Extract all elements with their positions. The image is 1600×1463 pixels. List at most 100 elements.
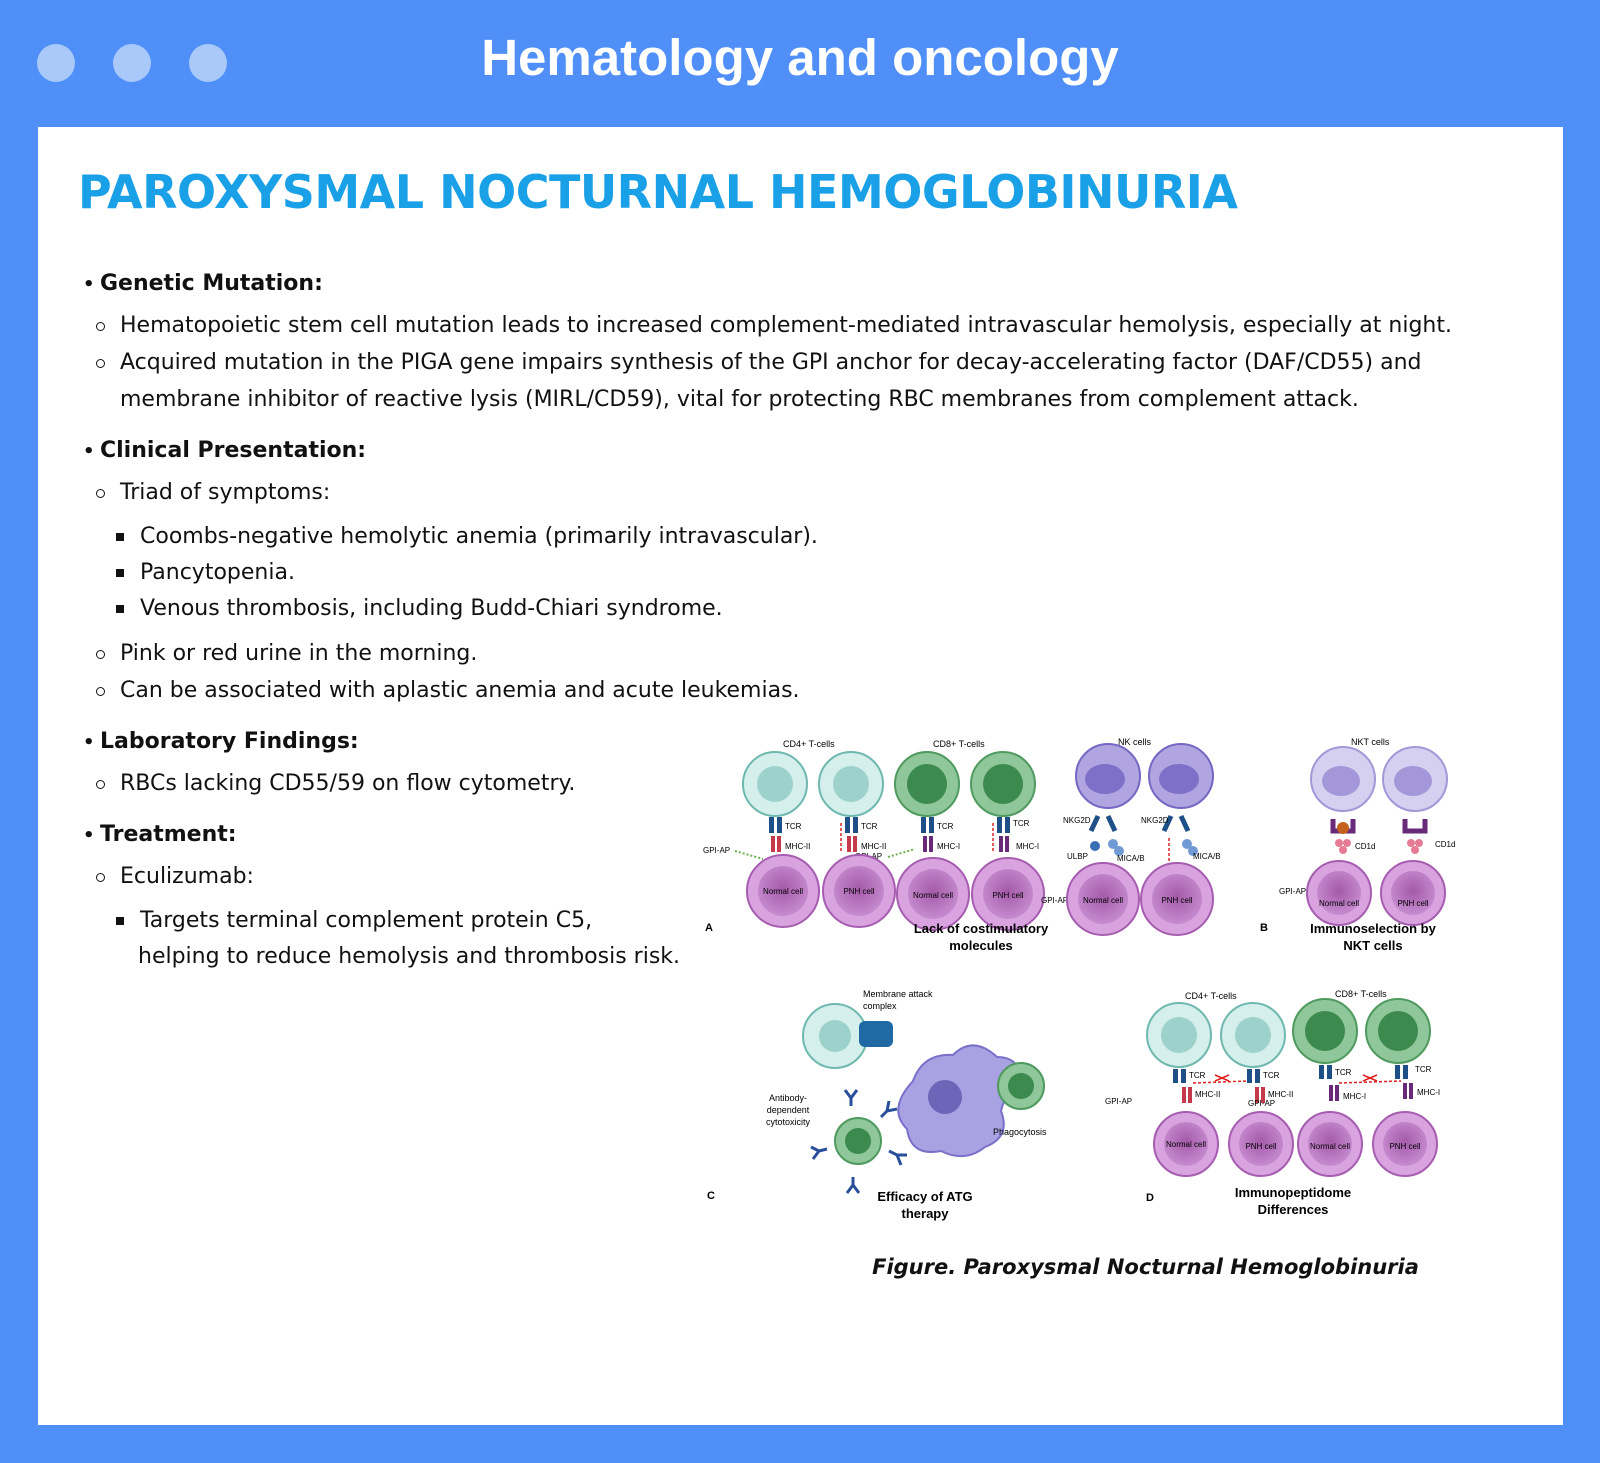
normal-cell: Normal cell: [1153, 1111, 1219, 1177]
panel-b-title: Immunoselection by: [1310, 921, 1436, 936]
normal-cell: Normal cell: [746, 854, 820, 928]
label-cd8-tcells: CD8+ T-cells: [933, 739, 985, 749]
list-item: Can be associated with aplastic anemia a…: [80, 672, 1520, 709]
panel-letter-d: D: [1146, 1192, 1154, 1204]
section-heading-treatment: Treatment:: [80, 818, 1520, 853]
content-card: PAROXYSMAL NOCTURNAL HEMOGLOBINURIA Gene…: [38, 127, 1563, 1425]
sub-list-item: Venous thrombosis, including Budd-Chiari…: [80, 591, 1520, 627]
nkt-cell: [1382, 746, 1448, 812]
label-mhc2: MHC-II: [1195, 1090, 1220, 1099]
label-mac: Membrane attack: [863, 989, 933, 999]
label-cd4-tcells: CD4+ T-cells: [783, 739, 835, 749]
panel-b-title: NKT cells: [1343, 938, 1402, 953]
label-nk-cells: NK cells: [1118, 737, 1152, 747]
panel-letter-c: C: [707, 1190, 715, 1202]
label-mhc2: MHC-II: [861, 842, 886, 851]
label-tcr: TCR: [1013, 819, 1030, 828]
figure-caption: Figure. Paroxysmal Nocturnal Hemoglobinu…: [872, 1255, 1419, 1279]
label-nkt-cells: NKT cells: [1351, 737, 1390, 747]
label-mhc1: MHC-I: [1417, 1088, 1440, 1097]
window-dot-minimize[interactable]: [113, 44, 151, 82]
window-dot-maximize[interactable]: [189, 44, 227, 82]
label-adcc: dependent: [767, 1105, 810, 1115]
sub-list-item: Pancytopenia.: [80, 555, 1520, 591]
label-mhc1: MHC-I: [937, 842, 960, 851]
label-cd1d: CD1d: [1435, 840, 1455, 849]
cd8-tcell: [970, 751, 1036, 817]
pnh-cell: PNH cell: [1228, 1111, 1294, 1177]
list-item: Eculizumab:: [80, 858, 1520, 895]
label-mica: MICA/B: [1193, 852, 1221, 861]
panel-b: NKT cells CD1d CD1d GPI-AP Normal cell P…: [1260, 737, 1455, 953]
label-mac: complex: [863, 1001, 897, 1011]
nkt-cell: [1310, 746, 1376, 812]
panel-d-title: Immunopeptidome: [1235, 1185, 1351, 1200]
nk-cell: [1075, 743, 1141, 809]
mac-target-cell: [802, 1003, 868, 1069]
list-item: Triad of symptoms:: [80, 474, 1520, 511]
svg-text:PNH cell: PNH cell: [843, 887, 874, 896]
label-tcr: TCR: [937, 822, 954, 831]
cd8-tcell: [1365, 998, 1431, 1064]
section-heading-lab: Laboratory Findings:: [80, 725, 1520, 760]
sub-list-item: Coombs-negative hemolytic anemia (primar…: [80, 519, 1520, 555]
panel-d: CD4+ T-cells CD8+ T-cells: [1105, 989, 1440, 1217]
svg-text:PNH cell: PNH cell: [1389, 1142, 1420, 1151]
tcr-receptor-group: [769, 817, 1010, 852]
normal-cell: Normal cell: [896, 857, 970, 931]
mac-pore: [859, 1021, 893, 1047]
label-gpi-ap: GPI-AP: [1248, 1099, 1275, 1108]
phagocyte: [897, 1044, 1023, 1158]
cd4-tcell: [742, 751, 808, 817]
normal-cell: Normal cell: [1297, 1111, 1363, 1177]
panel-a-title: molecules: [949, 938, 1013, 953]
antibody-icons: [810, 1089, 907, 1194]
antibody-coated-cell: [834, 1117, 882, 1165]
pnh-cell: PNH cell: [822, 854, 896, 928]
pnh-cell: PNH cell: [1372, 1111, 1438, 1177]
cd4-tcell: [1220, 1002, 1286, 1068]
panel-c-title: Efficacy of ATG: [877, 1189, 972, 1204]
pnh-illustration: CD4+ T-cells CD8+ T-cells NK cells: [703, 737, 1455, 1221]
label-nkg2d: NKG2D: [1063, 816, 1091, 825]
nk-cell: [1148, 743, 1214, 809]
label-mhc2: MHC-II: [785, 842, 810, 851]
list-item: Pink or red urine in the morning.: [80, 635, 1520, 672]
label-gpi-ap: GPI-AP: [703, 846, 730, 855]
svg-text:Normal cell: Normal cell: [913, 891, 953, 900]
section-heading-genetic: Genetic Mutation:: [80, 267, 1520, 302]
sub-list-item: Targets terminal complement protein C5, …: [80, 903, 1520, 975]
label-ulbp: ULBP: [1067, 852, 1088, 861]
panel-a-title: Lack of costimulatory: [914, 921, 1049, 936]
svg-text:PNH cell: PNH cell: [1161, 896, 1192, 905]
label-tcr: TCR: [1415, 1065, 1432, 1074]
label-nkg2d: NKG2D: [1141, 816, 1169, 825]
label-cd8-tcells: CD8+ T-cells: [1335, 989, 1387, 999]
pnh-figure: CD4+ T-cells CD8+ T-cells NK cells: [703, 731, 1508, 1279]
normal-cell: Normal cell: [1066, 862, 1140, 936]
label-cd4-tcells: CD4+ T-cells: [1185, 991, 1237, 1001]
svg-text:PNH cell: PNH cell: [1245, 1142, 1276, 1151]
list-item: Acquired mutation in the PIGA gene impai…: [80, 344, 1520, 418]
svg-text:Normal cell: Normal cell: [763, 887, 803, 896]
label-cd1d: CD1d: [1355, 842, 1375, 851]
engulfed-cell: [997, 1062, 1045, 1110]
label-mhc1: MHC-I: [1016, 842, 1039, 851]
panel-c-title: therapy: [902, 1206, 950, 1221]
svg-text:PNH cell: PNH cell: [992, 891, 1023, 900]
normal-cell: Normal cell: [1306, 860, 1372, 926]
label-gpi-ap: GPI-AP: [1105, 1097, 1132, 1106]
label-adcc: cytotoxicity: [766, 1117, 811, 1127]
svg-text:Normal cell: Normal cell: [1166, 1140, 1206, 1149]
pnh-cell: PNH cell: [1140, 862, 1214, 936]
pnh-cell: PNH cell: [971, 857, 1045, 931]
notes-content: Genetic Mutation: Hematopoietic stem cel…: [80, 267, 1520, 975]
label-tcr: TCR: [785, 822, 802, 831]
tcr-receptor-group: [1173, 1065, 1413, 1103]
window-dot-close[interactable]: [37, 44, 75, 82]
cd8-tcell: [894, 751, 960, 817]
label-mhc2: MHC-II: [1268, 1090, 1293, 1099]
treatment-line-1: Targets terminal complement protein C5,: [140, 908, 593, 933]
svg-text:Normal cell: Normal cell: [1083, 896, 1123, 905]
label-phagocytosis: Phagocytosis: [993, 1127, 1047, 1137]
